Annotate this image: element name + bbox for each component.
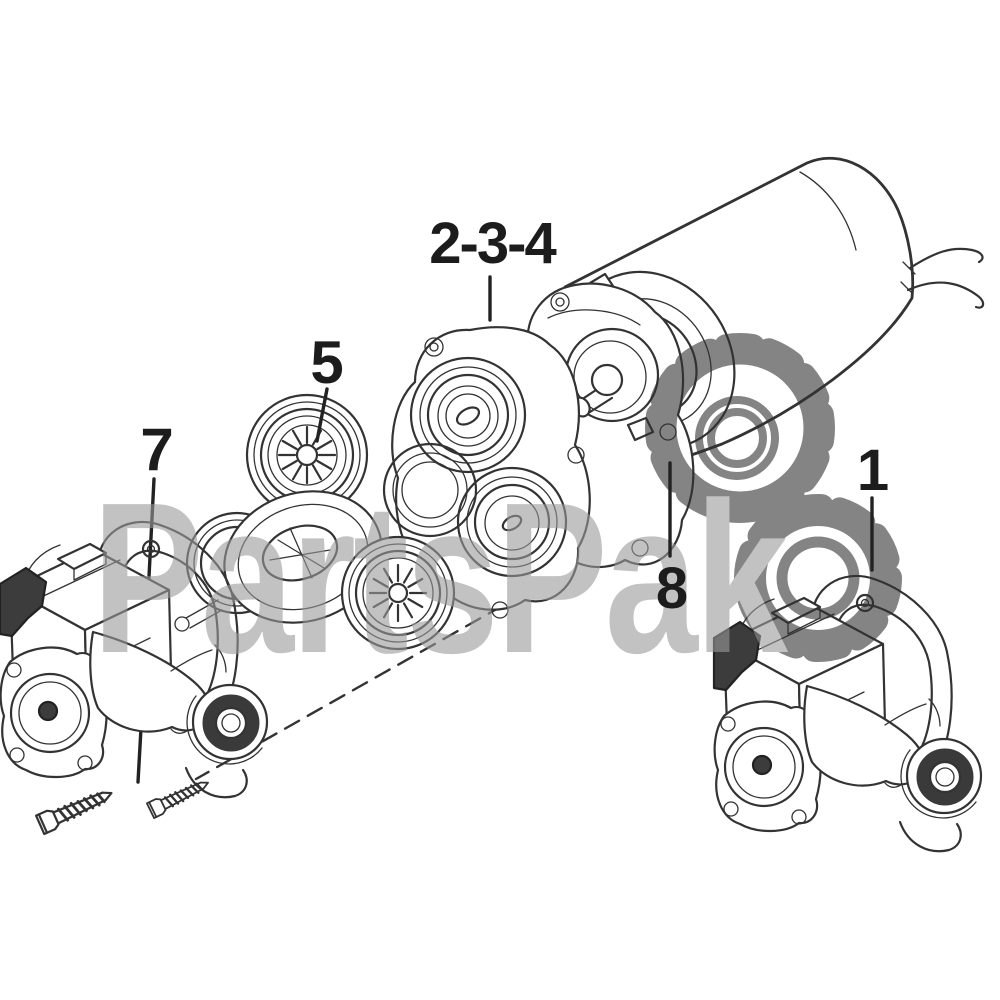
watermark: PartsPak [92,333,902,698]
callouts: 2-3-4 5 7 8 1 [140,211,890,621]
callout-drive-cam: 5 [310,329,342,396]
watermark-text: PartsPak [92,457,789,698]
gear-logo-icon [734,494,902,662]
callout-pump-assembly: 1 [857,438,888,503]
gear-icon [645,333,835,523]
screw-item-2 [145,774,213,820]
drive-cam-part [174,393,456,651]
callout-valve-assembly: 2-3-4 [429,211,556,276]
valve-plate-part [382,326,591,619]
leader-line-drive-cam [315,387,329,443]
screw-item-1 [34,782,117,836]
callout-screw-kit: 7 [140,416,171,483]
callout-motor: 8 [656,556,687,621]
